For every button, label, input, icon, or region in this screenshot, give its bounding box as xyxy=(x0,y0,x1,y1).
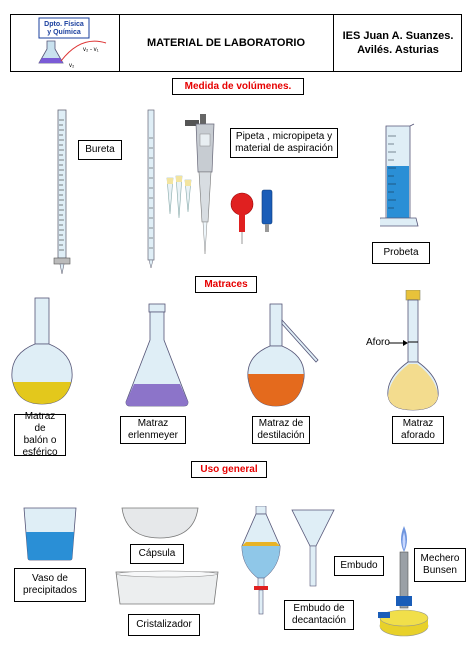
label-decant-line1: Embudo de xyxy=(293,603,345,614)
label-matraz-aforado: Matraz aforado xyxy=(392,416,444,444)
aforo-arrow xyxy=(389,340,408,346)
label-mechero-line1: Mechero xyxy=(420,553,460,564)
volumetric-flask-image xyxy=(387,290,439,411)
label-capsula: Cápsula xyxy=(130,544,184,564)
label-vaso-precipitados: Vaso de precipitados xyxy=(14,568,86,602)
department-logo: Dpto. Física y Química v₂ - v₁ v₂ xyxy=(38,17,107,69)
pipette-image xyxy=(147,109,155,269)
label-pipeta-line2: material de aspiración xyxy=(235,143,333,154)
bunsen-burner-image xyxy=(378,526,429,637)
section-flasks-title: Matraces xyxy=(195,276,257,293)
label-balon-line3: esférico xyxy=(22,447,58,458)
header-table: Dpto. Física y Química v₂ - v₁ v₂ MATERI… xyxy=(10,14,462,72)
logo-formula-2: v₂ xyxy=(69,63,75,69)
label-destil-line1: Matraz de xyxy=(258,418,304,429)
label-balon-line2: balón o xyxy=(23,435,57,446)
burette-image xyxy=(53,109,71,275)
section-general-title: Uso general xyxy=(191,461,267,478)
label-probeta: Probeta xyxy=(372,242,430,264)
evaporating-dish-image xyxy=(121,507,199,539)
school-cell: IES Juan A. Suanzes. Avilés. Asturias xyxy=(333,15,462,71)
label-decant-line2: decantación xyxy=(292,615,346,626)
logo-cell: Dpto. Física y Química v₂ - v₁ v₂ xyxy=(11,15,120,71)
label-embudo: Embudo xyxy=(334,556,384,576)
label-vaso-line2: precipitados xyxy=(23,585,77,596)
label-embudo-decantacion: Embudo de decantación xyxy=(284,600,354,630)
school-location: Avilés. Asturias xyxy=(357,44,439,56)
label-vaso-line1: Vaso de xyxy=(32,573,68,584)
label-bureta: Bureta xyxy=(78,140,122,160)
label-aforado-line2: aforado xyxy=(401,430,435,441)
label-matraz-balon: Matraz de balón o esférico xyxy=(14,411,66,458)
distillation-flask-image xyxy=(247,303,319,407)
label-aforo: Aforo xyxy=(366,337,390,348)
label-pipeta: Pipeta , micropipeta y material de aspir… xyxy=(230,128,338,158)
label-matraz-destilacion: Matraz de destilación xyxy=(252,416,310,444)
suction-bulb-image xyxy=(230,189,273,244)
logo-text-1: Dpto. Física xyxy=(44,21,84,28)
funnel-image xyxy=(291,509,335,587)
label-matraz-erlenmeyer: Matraz erlenmeyer xyxy=(120,416,186,444)
logo-formula: v₂ - v₁ xyxy=(83,47,99,53)
micropipette-image xyxy=(185,114,215,255)
label-aforado-line1: Matraz xyxy=(402,418,434,429)
label-erlen-line1: Matraz xyxy=(137,418,169,429)
graduated-cylinder-image xyxy=(380,123,419,227)
page-title: MATERIAL DE LABORATORIO xyxy=(146,37,306,49)
label-mechero-bunsen: Mechero Bunsen xyxy=(414,548,466,582)
label-mechero-line2: Bunsen xyxy=(423,565,457,576)
label-erlen-line2: erlenmeyer xyxy=(127,430,179,441)
label-destil-line2: destilación xyxy=(257,430,305,441)
label-cristalizador: Cristalizador xyxy=(128,614,200,636)
erlenmeyer-flask-image xyxy=(125,303,189,407)
round-flask-image xyxy=(11,297,73,405)
label-balon-line1: Matraz de xyxy=(24,411,56,434)
separatory-funnel-image xyxy=(241,506,281,615)
beaker-image xyxy=(23,507,77,561)
logo-text-2: y Química xyxy=(47,29,81,36)
section-volumes-title: Medida de volúmenes. xyxy=(172,78,304,95)
pipette-tips-image xyxy=(166,175,192,219)
crystallizer-image xyxy=(115,570,219,605)
label-pipeta-line1: Pipeta , micropipeta y xyxy=(235,131,333,142)
school-name: IES Juan A. Suanzes. xyxy=(342,30,454,42)
